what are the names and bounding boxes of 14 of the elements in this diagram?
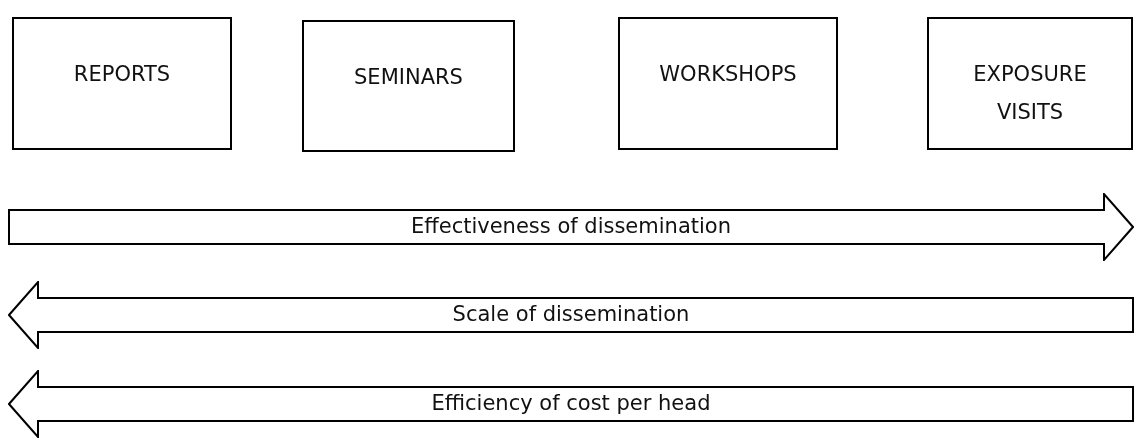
process-box <box>618 17 838 150</box>
process-box <box>927 17 1133 150</box>
box-label: EXPOSURE VISITS <box>972 61 1088 126</box>
box-label: SEMINARS <box>353 64 464 91</box>
box-label: WORKSHOPS <box>658 61 798 88</box>
pointed-banner <box>8 193 1134 261</box>
banner-label: Scale of dissemination <box>452 302 690 326</box>
pointed-banner <box>8 281 1134 349</box>
pointed-banner <box>8 370 1134 438</box>
box-label: REPORTS <box>72 61 172 88</box>
banner-label: Efficiency of cost per head <box>431 391 711 415</box>
process-box <box>302 20 515 152</box>
process-box <box>12 17 232 150</box>
banner-label: Effectiveness of dissemination <box>411 214 731 238</box>
